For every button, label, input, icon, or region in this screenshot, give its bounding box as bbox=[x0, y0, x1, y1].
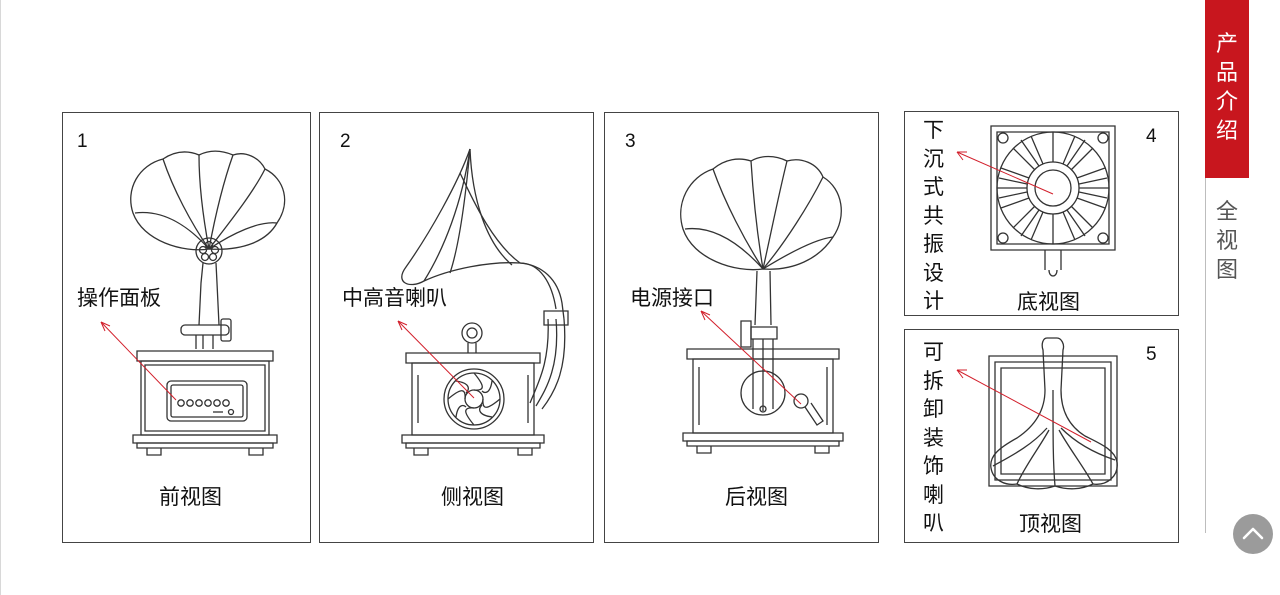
back-callout-label: 电源接口 bbox=[630, 286, 714, 310]
page-left-rule bbox=[0, 0, 1, 595]
gramophone-side-drawing bbox=[320, 113, 595, 544]
side-nav-rail bbox=[1205, 0, 1206, 533]
tab-full-view[interactable]: 全视图 bbox=[1205, 188, 1249, 298]
panel-number: 2 bbox=[340, 131, 351, 152]
tab-product-intro[interactable]: 产品介绍 bbox=[1205, 0, 1249, 178]
panel-number: 4 bbox=[1146, 126, 1157, 147]
gramophone-bottom-drawing bbox=[905, 112, 1180, 317]
panel-number: 3 bbox=[625, 131, 636, 152]
bottom-view-caption: 底视图 bbox=[1017, 290, 1080, 314]
top-callout-label: 可拆卸装饰喇叭 bbox=[923, 340, 944, 535]
front-view-caption: 前视图 bbox=[159, 485, 222, 509]
panel-number: 5 bbox=[1146, 344, 1157, 365]
chevron-up-icon bbox=[1242, 527, 1264, 540]
gramophone-front-drawing bbox=[63, 113, 312, 544]
gramophone-top-drawing bbox=[905, 330, 1180, 544]
back-to-top-button[interactable] bbox=[1233, 514, 1273, 554]
side-view-caption: 侧视图 bbox=[441, 485, 504, 509]
tab-full-view-label: 全视图 bbox=[1215, 200, 1238, 283]
top-view-caption: 顶视图 bbox=[1019, 512, 1082, 536]
panel-top-view: 可拆卸装饰喇叭 5 顶视图 bbox=[904, 329, 1179, 543]
front-callout-label: 操作面板 bbox=[77, 286, 161, 310]
panel-number: 1 bbox=[77, 131, 88, 152]
panel-side-view: 2 bbox=[319, 112, 594, 543]
panel-back-view: 3 bbox=[604, 112, 879, 543]
panel-bottom-view: 下沉式共振设计 4 底视图 bbox=[904, 111, 1179, 316]
back-view-caption: 后视图 bbox=[725, 485, 788, 509]
gramophone-back-drawing bbox=[605, 113, 880, 544]
side-callout-label: 中高音喇叭 bbox=[342, 286, 447, 310]
panel-front-view: 1 bbox=[62, 112, 311, 543]
bottom-callout-label: 下沉式共振设计 bbox=[923, 118, 944, 313]
tab-product-intro-label: 产品介绍 bbox=[1215, 32, 1238, 144]
